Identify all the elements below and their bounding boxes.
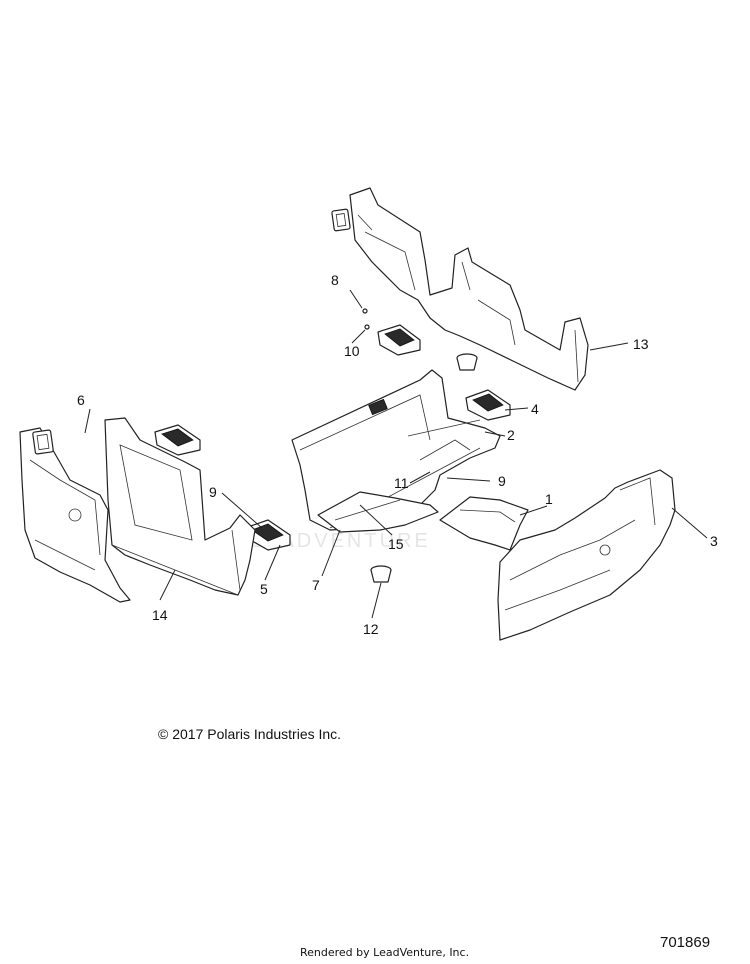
part-10-step-pad[interactable] [377, 324, 421, 356]
callout-12: 12 [363, 621, 379, 637]
callout-15: 15 [388, 536, 404, 552]
part-5-step-pad[interactable] [244, 519, 291, 551]
leader-lines [84, 289, 708, 619]
callout-5: 5 [260, 581, 268, 597]
callout-9-left: 9 [209, 484, 217, 500]
part-4-step-pad[interactable] [465, 389, 511, 421]
part-13-gasket-icon [331, 208, 351, 232]
part-1-skid-plate[interactable] [439, 496, 529, 551]
copyright-text: © 2017 Polaris Industries Inc. [158, 726, 342, 742]
part-10-fastener-icon [364, 324, 370, 330]
rendered-by-text: Rendered by LeadVenture, Inc. [300, 946, 470, 959]
callout-8: 8 [331, 272, 339, 288]
callout-4: 4 [531, 401, 539, 417]
figure-number: 701869 [660, 934, 711, 951]
part-6-left-outer-panel[interactable] [19, 427, 131, 603]
part-14-left-door-panel[interactable] [104, 417, 256, 596]
part-15-floor-insert[interactable] [317, 491, 439, 533]
part-8-fastener-icon [362, 308, 368, 314]
callout-14: 14 [152, 607, 168, 623]
callout-1: 1 [545, 491, 553, 507]
part-13-rear-panel[interactable] [349, 187, 589, 391]
callout-11: 11 [394, 475, 409, 491]
cup-holder-upper [456, 353, 478, 371]
callout-13: 13 [633, 336, 649, 352]
part-2-main-floor[interactable] [291, 369, 501, 531]
part-6-gasket-icon [32, 429, 54, 455]
callout-3: 3 [710, 533, 718, 549]
part-14-step-pad [154, 424, 201, 456]
callout-6: 6 [77, 392, 85, 408]
watermark: LEADVENTURE [250, 530, 431, 552]
callout-2: 2 [507, 427, 515, 443]
callout-9-right: 9 [498, 473, 506, 489]
part-3-right-door-panel[interactable] [497, 469, 676, 641]
callout-7: 7 [312, 577, 320, 593]
part-12-cup[interactable] [370, 565, 392, 583]
callout-10: 10 [344, 343, 360, 359]
